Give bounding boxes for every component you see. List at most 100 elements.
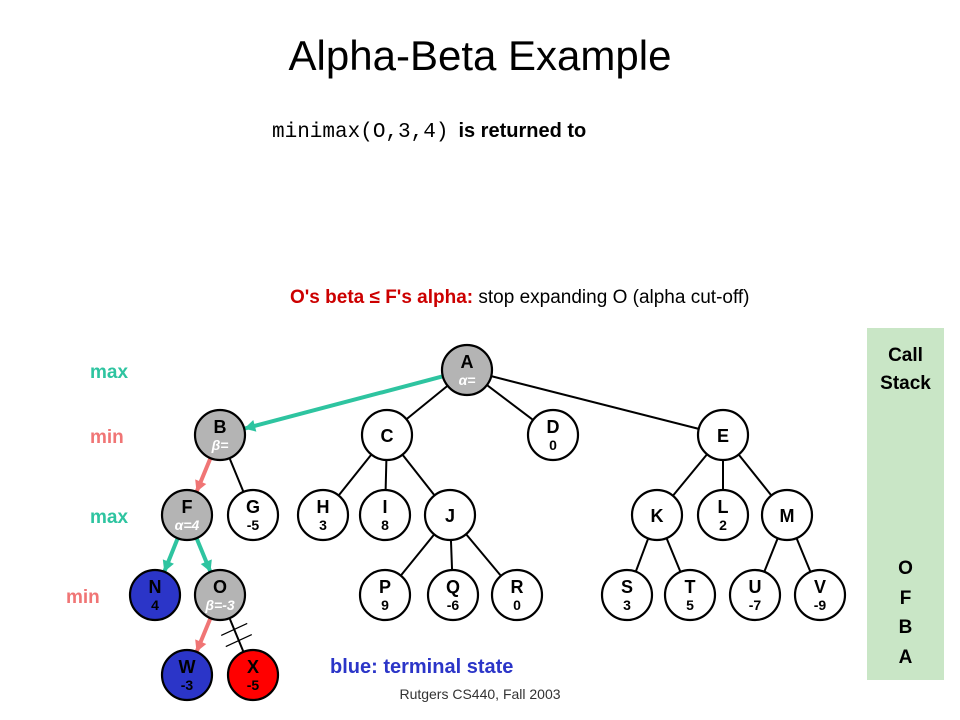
node-circle-C: [360, 408, 414, 462]
node-Q: Q-6: [426, 568, 480, 622]
node-label-G: G: [246, 497, 260, 517]
node-label-W: W: [179, 657, 196, 677]
edge-M-U: [763, 537, 779, 573]
node-value-X: -5: [247, 677, 260, 693]
node-value-S: 3: [623, 597, 631, 613]
node-circle-W: [160, 648, 214, 702]
edge-F-O: [194, 537, 213, 573]
node-label-P: P: [379, 577, 391, 597]
call-stack-title: Call Stack: [867, 342, 944, 398]
node-label-F: F: [182, 497, 193, 517]
slide-title: Alpha-Beta Example: [288, 32, 672, 79]
node-label-O: O: [213, 577, 227, 597]
node-circle-N: [128, 568, 182, 622]
node-G: G-5: [226, 488, 280, 542]
node-L: L2: [696, 488, 750, 542]
node-value-T: 5: [686, 597, 694, 613]
node-circle-H: [296, 488, 350, 542]
edge-C-J: [401, 454, 436, 496]
node-W: W-3: [160, 648, 214, 702]
edge-E-M: [737, 453, 773, 497]
subtitle-code: minimax(O,3,4): [272, 121, 449, 144]
node-circle-L: [696, 488, 750, 542]
node-F: Fα=4: [160, 488, 214, 542]
edge-C-I: [384, 459, 388, 491]
node-circle-Q: [426, 568, 480, 622]
node-value-U: -7: [749, 597, 762, 613]
edge-B-F: [194, 457, 213, 493]
node-M: M: [760, 488, 814, 542]
cutoff-text: stop expanding O (alpha cut-off): [478, 287, 750, 308]
node-label-X: X: [247, 657, 259, 677]
node-circle-S: [600, 568, 654, 622]
node-value-G: -5: [247, 517, 260, 533]
level-label-max-2: max: [90, 507, 129, 528]
node-circle-G: [226, 488, 280, 542]
node-U: U-7: [728, 568, 782, 622]
edge-A-D: [486, 384, 534, 421]
node-circle-P: [358, 568, 412, 622]
subtitle-text: is returned to: [458, 120, 587, 142]
node-circle-O: [193, 568, 247, 622]
node-value-O: β=-3: [204, 597, 235, 613]
node-R: R0: [490, 568, 544, 622]
node-value-W: -3: [181, 677, 194, 693]
node-circle-M: [760, 488, 814, 542]
call-stack-title-line1: Call: [888, 345, 923, 366]
node-label-Q: Q: [446, 577, 460, 597]
node-J: J: [423, 488, 477, 542]
edge-C-H: [337, 453, 373, 497]
node-I: I8: [358, 488, 412, 542]
level-label-min-2: min: [66, 587, 100, 608]
node-label-V: V: [814, 577, 826, 597]
node-label-N: N: [149, 577, 162, 597]
edge-K-T: [665, 537, 682, 573]
node-value-A: α=: [459, 372, 476, 388]
node-N: N4: [128, 568, 182, 622]
node-label-C: C: [381, 426, 394, 446]
edge-M-V: [795, 537, 812, 573]
call-stack-item: F: [899, 587, 912, 609]
node-circle-F: [160, 488, 214, 542]
node-value-N: 4: [151, 597, 159, 613]
level-label-min-1: min: [90, 427, 124, 448]
call-stack-panel: Call Stack O F B A: [867, 328, 944, 680]
node-H: H3: [296, 488, 350, 542]
call-stack-item: A: [898, 646, 913, 668]
node-circle-I: [358, 488, 412, 542]
edge-J-Q: [449, 539, 454, 571]
node-value-P: 9: [381, 597, 389, 613]
node-circle-J: [423, 488, 477, 542]
node-label-T: T: [685, 577, 696, 597]
node-label-K: K: [651, 506, 664, 526]
call-stack-item: O: [898, 558, 913, 579]
node-value-L: 2: [719, 517, 727, 533]
node-E: E: [696, 408, 750, 462]
edge-B-G: [228, 457, 245, 493]
edge-A-E: [490, 375, 700, 430]
node-T: T5: [663, 568, 717, 622]
edge-O-X: [220, 617, 253, 653]
call-stack-items: O F B A: [867, 554, 944, 672]
node-label-H: H: [317, 497, 330, 517]
node-value-B: β=: [211, 437, 229, 453]
node-label-L: L: [718, 497, 729, 517]
edge-J-R: [465, 533, 502, 577]
node-label-J: J: [445, 506, 455, 526]
node-circle-K: [630, 488, 684, 542]
node-label-A: A: [461, 352, 474, 372]
node-K: K: [630, 488, 684, 542]
node-V: V-9: [793, 568, 847, 622]
node-circle-U: [728, 568, 782, 622]
call-stack-title-line2: Stack: [880, 373, 931, 394]
footer: Rutgers CS440, Fall 2003: [399, 686, 561, 702]
edge-A-C: [405, 384, 449, 421]
node-value-I: 8: [381, 517, 389, 533]
node-C: C: [360, 408, 414, 462]
node-B: Bβ=: [193, 408, 247, 462]
node-circle-V: [793, 568, 847, 622]
node-A: Aα=: [440, 343, 494, 397]
edge-O-W: [194, 617, 213, 653]
